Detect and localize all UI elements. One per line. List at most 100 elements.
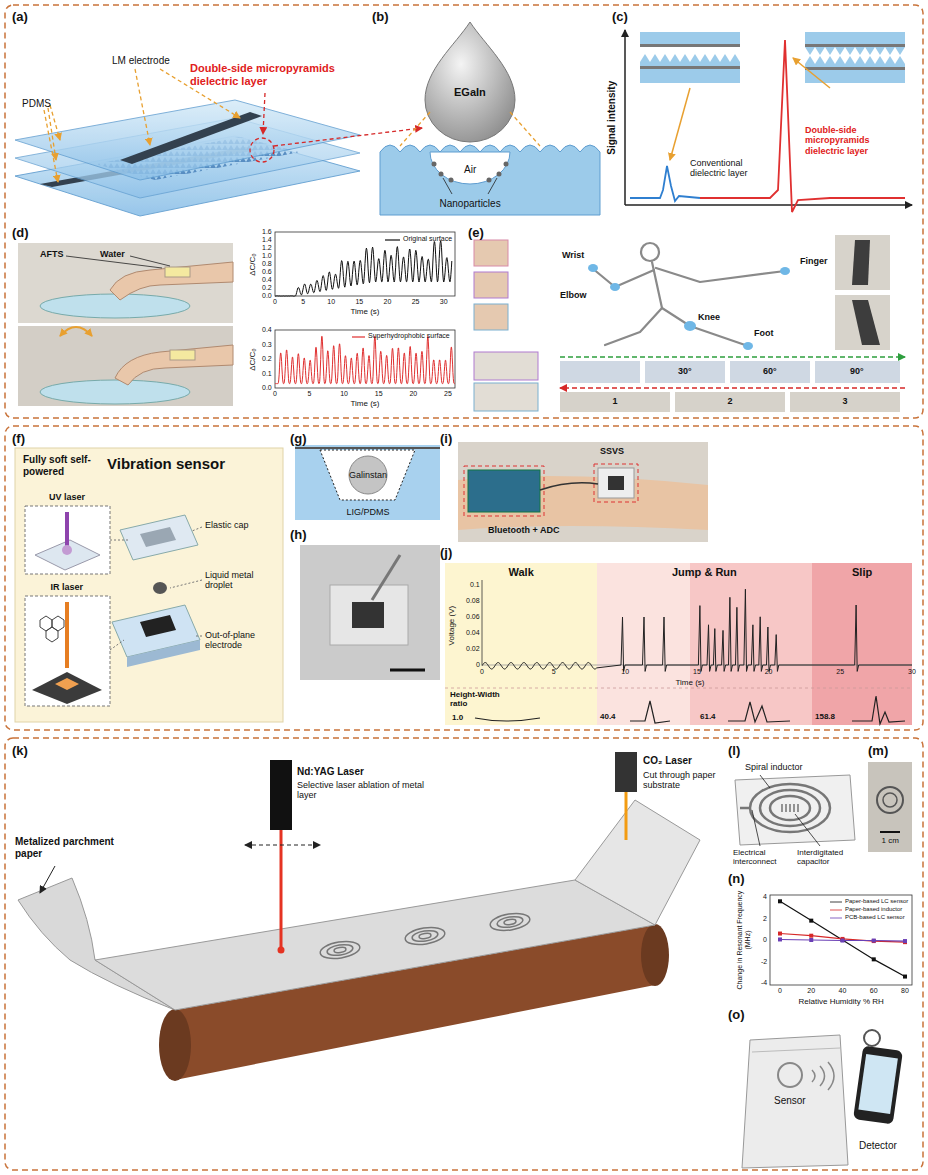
package-and-reader — [853, 1046, 903, 1125]
chart-frame — [275, 232, 455, 296]
axis-title: Signal intensity — [606, 81, 618, 155]
signal-comparison — [640, 69, 740, 83]
lc-sensor-layout — [740, 807, 750, 810]
roll-to-roll-line — [270, 760, 292, 830]
panel-frame — [5, 738, 923, 1170]
leader-arrow — [135, 69, 150, 145]
chart-frame — [385, 239, 400, 240]
annotation-label: EGaIn — [454, 86, 486, 99]
droplet-contact — [449, 178, 454, 183]
roll-to-roll-line — [419, 933, 432, 940]
tick-label: 0.08 — [466, 597, 480, 605]
panel-label: (k) — [12, 744, 28, 759]
annotation-label: Conventional dielectric layer — [690, 158, 768, 179]
package-and-reader — [864, 1030, 880, 1046]
body-map — [588, 264, 598, 272]
chart-frame — [275, 330, 455, 388]
sensor-exploded-view — [120, 515, 198, 560]
node-text: Walk — [509, 566, 534, 579]
annotation-label: 3 — [843, 396, 848, 406]
roll-to-roll-line — [319, 911, 531, 961]
body-map — [645, 361, 725, 383]
signal-comparison — [805, 56, 905, 67]
lc-sensor-layout — [782, 804, 798, 812]
droplet-contact — [430, 152, 510, 184]
photo-panel — [40, 380, 190, 404]
annotation-label: 90° — [850, 366, 864, 376]
wearable-photo — [598, 468, 634, 498]
annotation-label: Foot — [754, 328, 774, 338]
node-text: Fully soft self-powered — [23, 454, 103, 477]
wearable-photo — [608, 476, 624, 490]
tick-label: 1.6 — [262, 228, 272, 236]
package-and-reader — [778, 1063, 802, 1087]
droplet-contact — [497, 172, 502, 177]
tick-label: 15 — [375, 390, 383, 398]
tick-label: 0.3 — [262, 341, 272, 349]
tick-label: 2 — [763, 915, 767, 923]
annotation-label: Out-of-plane electrode — [205, 630, 280, 651]
photo-panel — [18, 243, 233, 406]
tick-label: 0 — [476, 661, 480, 669]
tick-label: 60 — [870, 987, 878, 995]
data-trace — [275, 336, 455, 383]
photo-panel — [60, 327, 92, 336]
tick-label: 4 — [763, 893, 767, 901]
sensor-photo — [877, 787, 903, 813]
package-and-reader — [742, 1030, 903, 1168]
sensor-exploded-view — [25, 506, 110, 574]
annotation-label: 61.4 — [700, 712, 716, 721]
lc-sensor-layout — [750, 784, 830, 832]
sensor-exploded-view — [25, 596, 110, 706]
sensor-photo — [883, 793, 897, 807]
body-map — [588, 264, 790, 350]
annotation-label: Electrical interconnect — [733, 848, 793, 866]
signal-comparison — [805, 44, 905, 47]
tick-label: -4 — [761, 979, 767, 987]
body-map — [835, 235, 890, 290]
roll-to-roll-line — [411, 929, 438, 943]
roll-to-roll-line — [18, 752, 700, 1081]
axis-title: Time (s) — [351, 399, 380, 408]
activity-band-fill — [690, 563, 812, 725]
tick-label: 5 — [552, 668, 556, 676]
signal-comparison — [625, 30, 912, 212]
annotation-label: Cut through paper substrate — [643, 770, 725, 791]
annotation-label: PDMS — [22, 98, 51, 110]
roll-to-roll-line — [504, 919, 517, 926]
package-and-reader — [828, 1062, 834, 1090]
tick-label: 20 — [409, 390, 417, 398]
data-trace — [482, 589, 912, 671]
ratio-curve — [630, 701, 670, 723]
chart-axis — [445, 688, 912, 689]
roll-to-roll-line — [319, 939, 361, 961]
data-marker — [872, 957, 876, 961]
chart-frame — [275, 232, 455, 388]
tick-label: 40 — [839, 987, 847, 995]
droplet-contact — [432, 162, 509, 183]
sensor-exploded-view — [140, 527, 176, 547]
body-map — [474, 383, 538, 411]
package-and-reader — [858, 1054, 897, 1114]
tick-label: 0.0 — [262, 292, 272, 300]
data-marker — [872, 939, 876, 943]
activity-band: Jump & Run — [597, 563, 812, 725]
annotation-label: 60° — [763, 366, 777, 376]
droplet-contact — [400, 112, 430, 146]
sensor-exploded-view — [192, 527, 202, 531]
annotation-label: Spiral inductor — [745, 762, 803, 772]
droplet-contact — [443, 178, 497, 194]
panel-label: (e) — [468, 226, 484, 241]
signal-comparison — [640, 66, 740, 69]
tick-label: 0.4 — [262, 326, 272, 334]
body-map — [656, 268, 785, 282]
sensor-photo — [868, 762, 912, 852]
data-marker — [778, 899, 782, 903]
roll-to-roll-line — [245, 845, 320, 846]
tick-label: 0.2 — [262, 355, 272, 363]
annotation-label: Nanoparticles — [440, 198, 501, 210]
signal-comparison — [700, 40, 905, 212]
axis-title: Relative Humidity % RH — [799, 997, 884, 1006]
droplet-contact — [380, 22, 600, 215]
